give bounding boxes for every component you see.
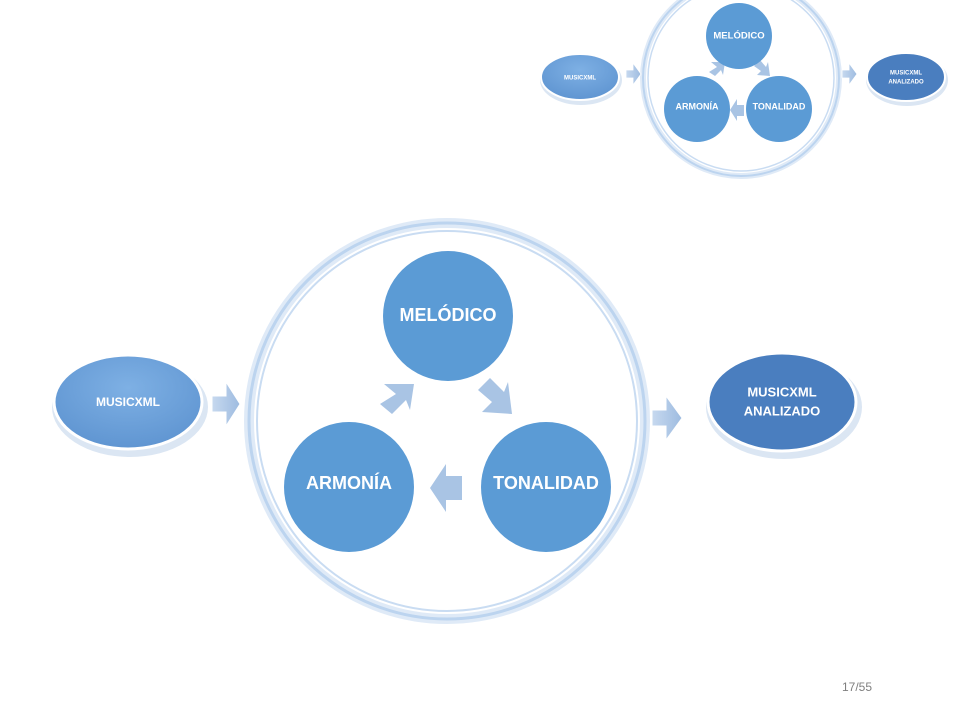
thumb-node-melodico: MELÓDICO: [706, 3, 772, 69]
main-node-armonia-label: ARMONÍA: [306, 472, 392, 493]
thumb-node-armonia: ARMONÍA: [664, 76, 730, 142]
main-node-melodico-label: MELÓDICO: [400, 304, 497, 325]
thumb-cycle-arrow-armonia-melodico: [709, 62, 725, 76]
main-input-node: MUSICXML: [52, 353, 208, 457]
main-cycle-arrow-tonalidad-armonia: [430, 464, 462, 512]
main-cycle-arrow-armonia-melodico: [380, 384, 414, 414]
thumb-node-armonia-label: ARMONÍA: [676, 101, 719, 111]
thumb-node-tonalidad: TONALIDAD: [746, 76, 812, 142]
main-cycle-arrow-melodico-tonalidad: [478, 378, 512, 414]
thumb-cycle-arrow-melodico-tonalidad: [754, 60, 770, 76]
main-node-melodico: MELÓDICO: [383, 251, 513, 381]
main-output-label-line2: ANALIZADO: [744, 403, 821, 418]
thumb-node-melodico-label: MELÓDICO: [713, 30, 764, 42]
slide-page-number: 17/55: [842, 680, 873, 694]
thumb-node-tonalidad-label: TONALIDAD: [753, 101, 806, 111]
main-ring: [244, 218, 650, 624]
thumb-input-node: MUSICXML: [540, 53, 622, 105]
main-output-label-line1: MUSICXML: [747, 384, 816, 399]
thumb-cycle-arrow-tonalidad-armonia: [730, 99, 744, 121]
thumb-output-label-line1: MUSICXML: [890, 71, 922, 77]
thumb-input-arrow: [625, 61, 642, 87]
main-node-tonalidad: TONALIDAD: [481, 422, 611, 552]
main-input-arrow: [211, 380, 241, 428]
thumb-output-arrow: [841, 61, 858, 87]
main-output-node: MUSICXML ANALIZADO: [706, 351, 862, 459]
thumb-output-label-line2: ANALIZADO: [888, 80, 924, 86]
thumb-output-node: MUSICXML ANALIZADO: [866, 52, 948, 106]
main-output-arrow: [651, 394, 683, 442]
main-input-label: MUSICXML: [96, 395, 160, 409]
thumb-input-label: MUSICXML: [564, 76, 596, 82]
main-node-tonalidad-label: TONALIDAD: [493, 473, 599, 493]
main-node-armonia: ARMONÍA: [284, 422, 414, 552]
thumb-ring: [640, 0, 842, 179]
